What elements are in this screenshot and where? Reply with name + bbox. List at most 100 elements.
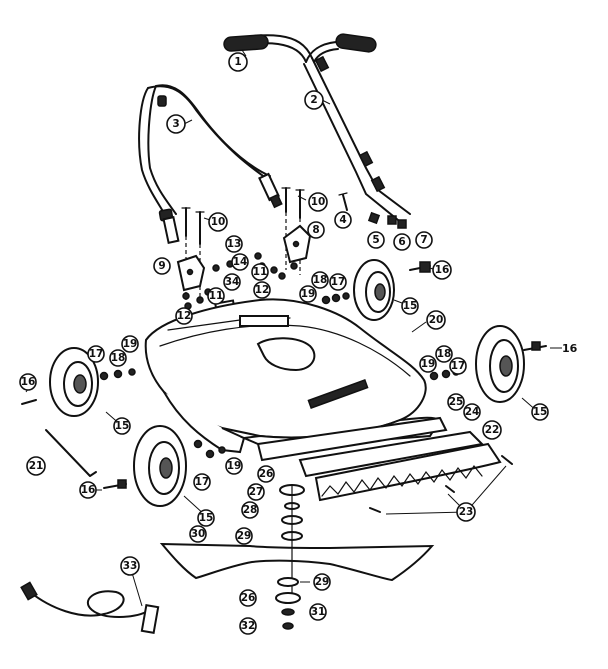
callout-label: 5 [372,234,379,246]
bracket-24 [298,430,485,478]
callout: 22 [482,420,502,440]
callout-label: 28 [243,504,258,516]
wheel-front-left [133,425,187,507]
callout-label: 29 [315,576,330,588]
callout: 5 [367,231,385,249]
callout: 10 [308,192,328,212]
callout: 8 [307,221,325,239]
power-cord [20,581,160,635]
callout-label: 15 [533,406,548,418]
callout: 6 [393,233,411,251]
callout: 17 [87,345,105,363]
callout: 13 [225,235,243,253]
callout: 1 [228,52,248,72]
callout-label: 25 [449,396,464,408]
callout-label: 23 [459,506,474,518]
callout-label: 19 [227,460,242,472]
callout: 25 [447,393,465,411]
callout: 24 [463,403,481,421]
callout-label: 2 [310,94,317,106]
callout: 34 [223,273,241,291]
callout: 19 [225,457,243,475]
callout: 18 [435,345,453,363]
deck-nameplate [307,379,369,409]
callout: 16 [432,260,452,280]
callout: 4 [334,211,352,229]
callout-label: 11 [253,266,268,278]
callout-label: 17 [331,276,346,288]
callout-label: 33 [123,560,138,572]
callout: 17 [449,357,467,375]
callout: 15 [531,403,549,421]
right-grip [335,33,377,53]
left-grip [223,34,269,52]
callout-label: 13 [227,238,242,250]
deck-motor-opening [256,337,316,372]
callout: 16 [19,373,37,391]
callout: 12 [253,281,271,299]
callout: 18 [311,271,329,289]
callout-label: 15 [115,420,130,432]
callout: 29 [235,527,253,545]
callout: 11 [251,263,269,281]
callout: 15 [113,417,131,435]
callout-label: 31 [311,606,326,618]
callout: 33 [120,556,140,576]
callout-label: 3 [172,118,179,130]
callout-label: 32 [241,620,256,632]
deck-switch-housing [239,315,289,327]
wheel-rear-right [353,259,395,321]
callout: 26 [257,465,275,483]
callout: 17 [193,473,211,491]
callout-label: 16 [21,376,36,388]
callout-label: 19 [301,288,316,300]
blade-assembly [159,484,435,630]
callout: 30 [189,525,207,543]
callout-label: 27 [249,486,264,498]
callout-label: 21 [29,460,44,472]
comb-22 [314,442,502,502]
callout-label: 16 [435,264,450,276]
callout-label: 14 [233,256,248,268]
callout: 11 [207,287,225,305]
callout-label: 34 [225,276,240,288]
callout-label: 12 [177,310,192,322]
callout: 7 [415,231,433,249]
callout: 21 [26,456,46,476]
callout: 32 [239,617,257,635]
callout-label: 20 [429,314,444,326]
callout: 15 [197,509,215,527]
cutting-blade [159,542,435,582]
callout-label: 12 [255,284,270,296]
callout: 18 [109,349,127,367]
callout-label: 22 [485,424,500,436]
callout-label: 10 [211,216,226,228]
callout-label: 18 [313,274,328,286]
callout: 14 [231,253,249,271]
callout-label: 4 [339,214,346,226]
free-label-16: 16 [562,342,578,355]
callout-label: 6 [398,236,405,248]
callout: 10 [208,212,228,232]
callout-label: 18 [437,348,452,360]
callout: 28 [241,501,259,519]
callout: 17 [329,273,347,291]
wheel-hardware [21,292,547,513]
callout-label: 7 [420,234,427,246]
callout-label: 10 [311,196,326,208]
callout-label: 15 [199,512,214,524]
callout: 12 [175,307,193,325]
callout: 20 [426,310,446,330]
callout-label: 19 [123,338,138,350]
callout-label: 17 [89,348,104,360]
callout: 16 [79,481,97,499]
front-baffle [256,416,448,462]
callout-label: 30 [191,528,206,540]
callout: 19 [419,355,437,373]
callout-label: 16 [81,484,96,496]
callout: 26 [239,589,257,607]
callout: 19 [299,285,317,303]
callout-label: 19 [421,358,436,370]
mower-deck [144,298,502,502]
callout-label: 18 [111,352,126,364]
